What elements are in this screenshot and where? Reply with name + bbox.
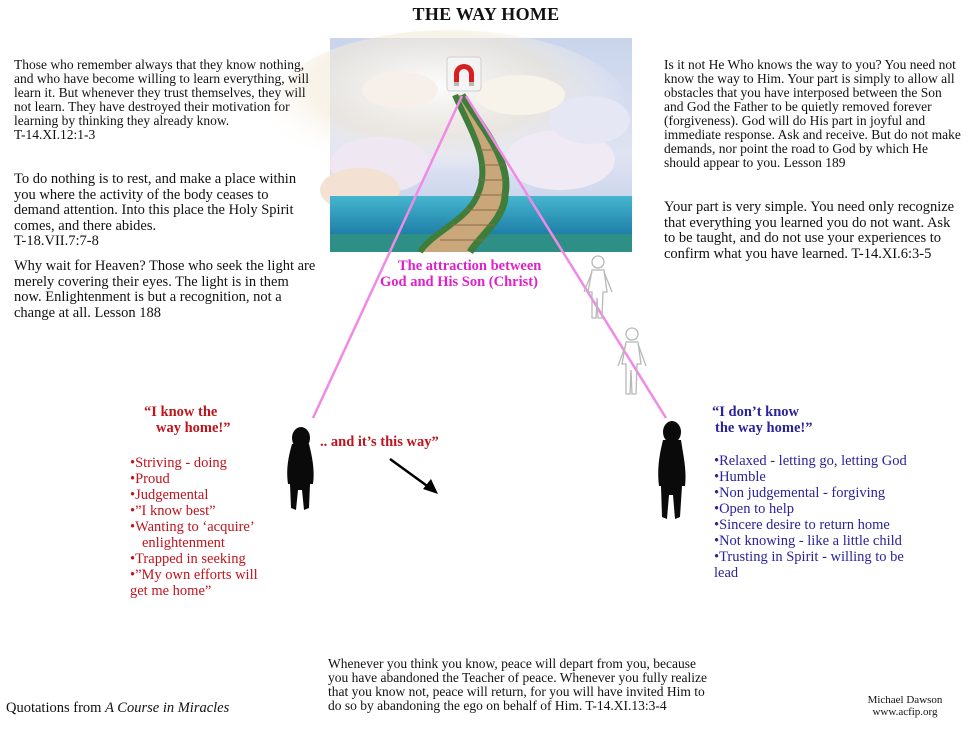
list-item: •Sincere desire to return home bbox=[714, 517, 890, 533]
left-heading-line-2: way home!” bbox=[156, 420, 231, 436]
list-item: get me home” bbox=[130, 583, 212, 599]
list-item: •Open to help bbox=[714, 501, 794, 517]
author-website[interactable]: www.acfip.org bbox=[872, 706, 938, 718]
right-heading: “I don’t know the way home!” bbox=[712, 404, 892, 436]
attraction-line-right bbox=[464, 95, 668, 419]
right-heading-line-1: “I don’t know bbox=[712, 404, 800, 420]
this-way-label: .. and it’s this way” bbox=[320, 434, 439, 450]
attraction-line-left bbox=[311, 95, 464, 419]
list-item: •”My own efforts will bbox=[130, 567, 258, 583]
list-item: •Striving - doing bbox=[130, 455, 227, 471]
left-quote-1: Those who remember always that they know… bbox=[14, 58, 314, 142]
left-quote-2: To do nothing is to rest, and make a pla… bbox=[14, 171, 316, 250]
ghost-figure-icon-upper bbox=[583, 255, 613, 319]
left-heading-line-1: “I know the bbox=[144, 404, 218, 420]
list-item: •Not knowing - like a little child bbox=[714, 533, 902, 549]
right-heading-line-2: the way home!” bbox=[715, 420, 813, 436]
right-quote-1: Is it not He Who knows the way to you? Y… bbox=[664, 57, 961, 170]
list-item: enlightenment bbox=[142, 535, 225, 551]
left-quote-3-text: Why wait for Heaven? Those who seek the … bbox=[14, 258, 316, 321]
right-quote-2: Your part is very simple. You need only … bbox=[664, 199, 955, 262]
list-item: •Wanting to ‘acquire’ bbox=[130, 519, 255, 535]
page-title: THE WAY HOME bbox=[412, 4, 560, 24]
author-block: Michael Dawson www.acfip.org bbox=[850, 694, 960, 718]
list-item: •Trapped in seeking bbox=[130, 551, 246, 567]
footer-book-title: A Course in Miracles bbox=[105, 700, 230, 716]
bottom-quote-line: do so by abandoning the ego on behalf of… bbox=[328, 698, 667, 713]
bottom-quote: Whenever you think you know, peace will … bbox=[328, 657, 758, 713]
stairway-to-heaven-image bbox=[270, 30, 632, 254]
left-quote-1-text: Those who remember always that they know… bbox=[14, 57, 310, 128]
author-name: Michael Dawson bbox=[867, 694, 943, 706]
list-item: •Non judgemental - forgiving bbox=[714, 485, 886, 501]
ghost-figure-icon-lower bbox=[617, 327, 647, 395]
list-item: •”I know best” bbox=[130, 503, 216, 519]
left-heading: “I know the way home!” bbox=[144, 404, 294, 436]
bottom-quote-line: Whenever you think you know, peace will … bbox=[328, 656, 697, 671]
left-quote-3: Why wait for Heaven? Those who seek the … bbox=[14, 258, 316, 321]
person-silhouette-icon-right bbox=[658, 421, 686, 519]
left-quote-2-ref: T-18.VII.7:7-8 bbox=[14, 233, 99, 249]
list-item: •Proud bbox=[130, 471, 170, 487]
list-item: •Judgemental bbox=[130, 487, 209, 503]
right-bullet-list: •Relaxed - letting go, letting God •Humb… bbox=[714, 453, 964, 581]
left-quote-1-ref: T-14.XI.12:1-3 bbox=[14, 127, 96, 142]
footer-credit: Quotations from A Course in Miracles bbox=[6, 700, 229, 717]
attraction-label-line-1: The attraction between bbox=[398, 258, 542, 274]
footer-prefix: Quotations from bbox=[6, 700, 106, 716]
list-item: lead bbox=[714, 565, 739, 581]
person-silhouette-icon-left bbox=[287, 427, 314, 510]
list-item: •Relaxed - letting go, letting God bbox=[714, 453, 907, 469]
attraction-label-line-2: God and His Son (Christ) bbox=[380, 274, 538, 290]
attraction-label: The attraction between God and His Son (… bbox=[380, 258, 580, 290]
bottom-quote-line: you have abandoned the Teacher of peace.… bbox=[328, 670, 707, 685]
left-quote-2-text: To do nothing is to rest, and make a pla… bbox=[14, 171, 297, 234]
list-item: •Trusting in Spirit - willing to be bbox=[714, 549, 904, 565]
left-bullet-list: •Striving - doing •Proud •Judgemental •”… bbox=[130, 455, 310, 599]
magnet-icon bbox=[446, 56, 482, 92]
arrow-icon bbox=[389, 457, 438, 494]
bottom-quote-line: that you know not, peace will return, fo… bbox=[328, 684, 705, 699]
list-item: •Humble bbox=[714, 469, 766, 485]
